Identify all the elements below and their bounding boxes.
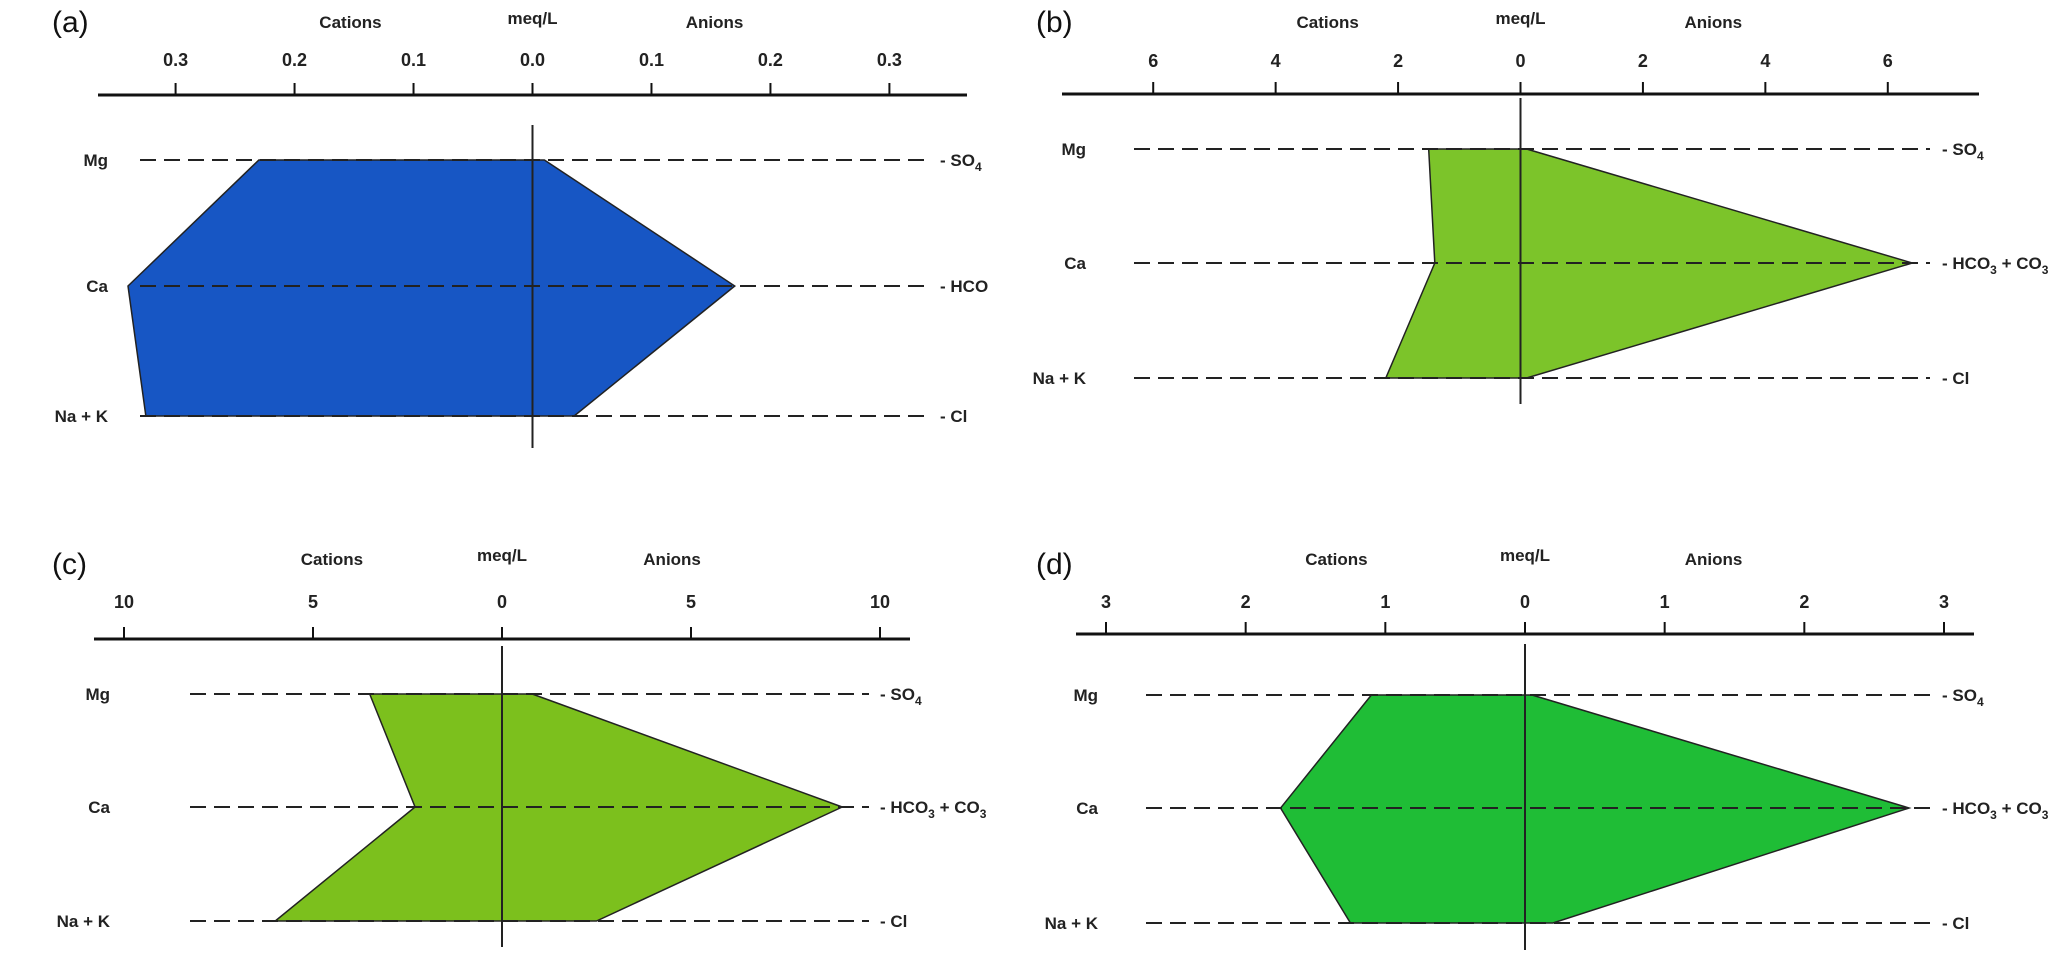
x-tick-label: 3 bbox=[1101, 592, 1111, 612]
x-tick-label: 4 bbox=[1271, 51, 1281, 71]
x-tick-label: 0 bbox=[1520, 592, 1530, 612]
header-cations: Cations bbox=[319, 13, 381, 32]
x-tick-label: 1 bbox=[1660, 592, 1670, 612]
cation-label: Na + K bbox=[57, 912, 111, 931]
anion-label: - Cl bbox=[1942, 369, 1969, 388]
x-tick-label: 5 bbox=[686, 592, 696, 612]
header-anions: Anions bbox=[686, 13, 744, 32]
x-tick-label: 0.2 bbox=[758, 50, 783, 70]
stiff-panel-a: (a) Cations meq/L Anions 0.3 0.2 0.1 0.0 0.1 0.2… bbox=[0, 0, 1000, 470]
cation-label: Ca bbox=[1076, 799, 1098, 818]
x-tick-label: 0.3 bbox=[163, 50, 188, 70]
cation-label: Mg bbox=[1073, 686, 1098, 705]
x-tick-label: 1 bbox=[1380, 592, 1390, 612]
x-tick-label: 0.1 bbox=[401, 50, 426, 70]
panel-label-a: (a) bbox=[52, 6, 89, 39]
x-tick-label: 0.1 bbox=[639, 50, 664, 70]
header-units: meq/L bbox=[1495, 9, 1545, 28]
header-anions: Anions bbox=[643, 550, 701, 569]
anion-label: - SO4 bbox=[880, 685, 922, 708]
x-tick-label: 0 bbox=[1515, 51, 1525, 71]
header-cations: Cations bbox=[1305, 550, 1367, 569]
anion-label: - Cl bbox=[940, 407, 967, 426]
x-tick-label: 4 bbox=[1760, 51, 1770, 71]
x-tick-label: 10 bbox=[870, 592, 890, 612]
x-tick-label: 0.0 bbox=[520, 50, 545, 70]
x-tick-label: 2 bbox=[1393, 51, 1403, 71]
cation-label: Ca bbox=[88, 798, 110, 817]
stiff-polygon bbox=[127, 159, 737, 417]
header-units: meq/L bbox=[477, 546, 527, 565]
cation-label: Mg bbox=[1061, 140, 1086, 159]
cation-label: Na + K bbox=[1033, 369, 1087, 388]
header-cations: Cations bbox=[301, 550, 363, 569]
x-tick-label: 6 bbox=[1883, 51, 1893, 71]
cation-label: Na + K bbox=[1045, 914, 1099, 933]
panel-label-d: (d) bbox=[1036, 548, 1073, 581]
x-tick-label: 0.3 bbox=[877, 50, 902, 70]
anion-label: - SO4 bbox=[1942, 686, 1984, 709]
header-units: meq/L bbox=[507, 9, 557, 28]
anion-label: - Cl bbox=[1942, 914, 1969, 933]
cation-label: Mg bbox=[83, 151, 108, 170]
header-units: meq/L bbox=[1500, 546, 1550, 565]
stiff-diagram-a: Cations meq/L Anions 0.3 0.2 0.1 0.0 0.1 0.2 0.3M… bbox=[55, 9, 988, 448]
x-tick-label: 10 bbox=[114, 592, 134, 612]
cation-label: Mg bbox=[85, 685, 110, 704]
x-tick-label: 3 bbox=[1939, 592, 1949, 612]
x-tick-label: 2 bbox=[1638, 51, 1648, 71]
anion-label: - SO4 bbox=[940, 151, 982, 174]
x-tick-label: 2 bbox=[1241, 592, 1251, 612]
anion-label: - HCO3 + CO3 bbox=[1942, 799, 2049, 822]
panel-label-c: (c) bbox=[52, 548, 87, 581]
x-tick-label: 0.2 bbox=[282, 50, 307, 70]
header-cations: Cations bbox=[1297, 13, 1359, 32]
anion-label: - HCO bbox=[940, 277, 988, 296]
anion-label: - HCO3 + CO3 bbox=[1942, 254, 2049, 277]
x-tick-label: 5 bbox=[308, 592, 318, 612]
anion-label: - Cl bbox=[880, 912, 907, 931]
x-tick-label: 2 bbox=[1799, 592, 1809, 612]
x-tick-label: 6 bbox=[1148, 51, 1158, 71]
cation-label: Ca bbox=[86, 277, 108, 296]
anion-label: - SO4 bbox=[1942, 140, 1984, 163]
anion-label: - HCO3 + CO3 bbox=[880, 798, 987, 821]
panel-label-b: (b) bbox=[1036, 6, 1073, 39]
header-anions: Anions bbox=[1685, 13, 1743, 32]
cation-label: Ca bbox=[1064, 254, 1086, 273]
x-tick-label: 0 bbox=[497, 592, 507, 612]
header-anions: Anions bbox=[1685, 550, 1743, 569]
cation-label: Na + K bbox=[55, 407, 109, 426]
